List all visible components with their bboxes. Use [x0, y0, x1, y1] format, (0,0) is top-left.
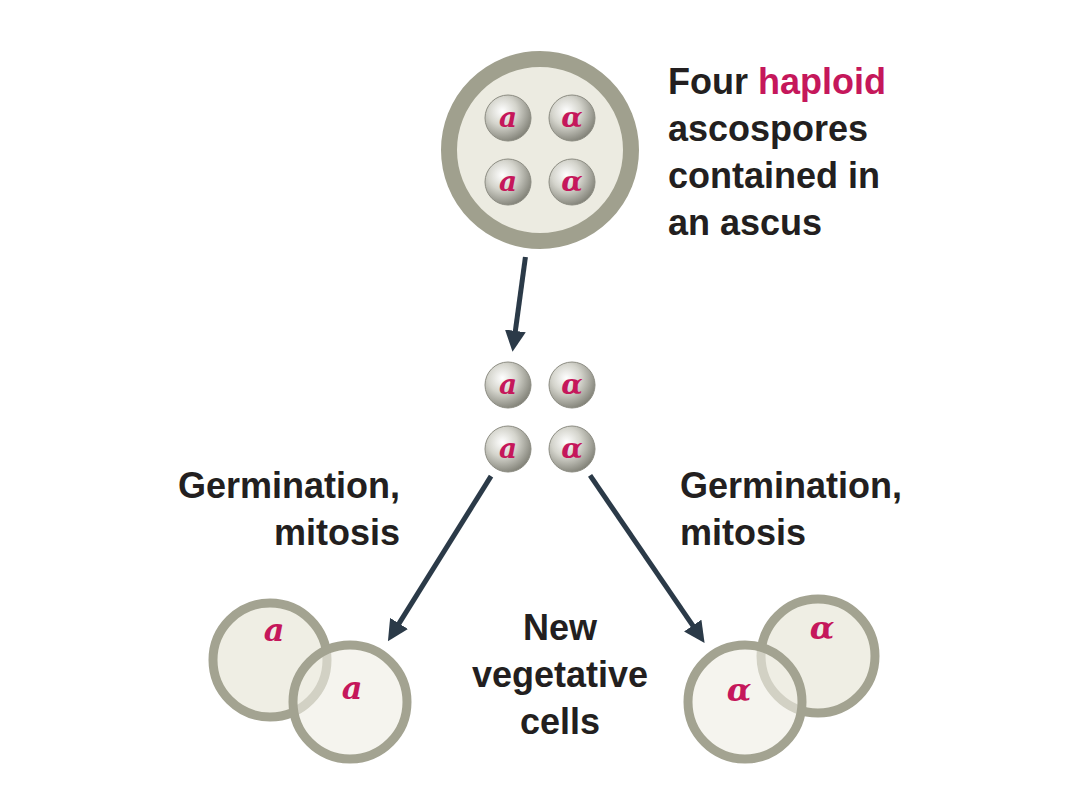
mating-type-letter: a	[264, 614, 285, 646]
vegetative-cell: a	[288, 640, 412, 764]
process-label: Germination, mitosis	[130, 462, 400, 556]
spore-body	[485, 159, 531, 205]
ascospore: α	[548, 158, 596, 206]
ascospore: α	[548, 94, 596, 142]
spore-body	[549, 159, 595, 205]
spore-body	[549, 95, 595, 141]
process-label: Germination, mitosis	[680, 462, 950, 556]
ascospore: α	[548, 361, 596, 409]
arrow-connector	[392, 476, 491, 634]
heading-word: contained	[668, 155, 838, 196]
cell-wall	[688, 645, 802, 759]
ascospore: a	[484, 361, 532, 409]
ascus-outline	[440, 50, 640, 250]
vegetative-cell: α	[683, 640, 807, 764]
heading-word: ascospores	[668, 108, 868, 149]
ascospore: a	[484, 425, 532, 473]
ascus-wall	[449, 59, 631, 241]
mating-type-letter: α	[561, 435, 583, 463]
mating-type-letter: α	[561, 104, 583, 132]
spore-body	[549, 426, 595, 472]
heading-word: in	[848, 155, 880, 196]
mating-type-letter: a	[499, 168, 517, 196]
ascus-circle: Four haploid ascospores contained in an …	[440, 50, 640, 250]
spore-body	[485, 362, 531, 408]
mating-type-letter: α	[561, 168, 583, 196]
mating-type-letter: α	[561, 371, 583, 399]
ascospore: a	[484, 158, 532, 206]
spore-body	[485, 426, 531, 472]
mating-type-letter: a	[499, 371, 517, 399]
heading-word: haploid	[758, 61, 886, 102]
heading-word: ascus	[720, 202, 822, 243]
spore-body	[549, 362, 595, 408]
arrow-connector	[514, 257, 526, 343]
ascospore: α	[548, 425, 596, 473]
mating-type-letter: α	[810, 612, 835, 644]
mating-type-letter: a	[499, 104, 517, 132]
mating-type-letter: a	[342, 672, 363, 704]
spore-body	[485, 95, 531, 141]
heading-word: Four	[668, 61, 748, 102]
cells-label: New vegetative cells	[460, 604, 660, 745]
cell-wall	[293, 645, 407, 759]
ascospore: a	[484, 94, 532, 142]
heading-word: an	[668, 202, 710, 243]
ascus-heading: Four haploid ascospores contained in an …	[668, 58, 903, 246]
mating-type-letter: α	[727, 674, 752, 706]
mating-type-letter: a	[499, 435, 517, 463]
